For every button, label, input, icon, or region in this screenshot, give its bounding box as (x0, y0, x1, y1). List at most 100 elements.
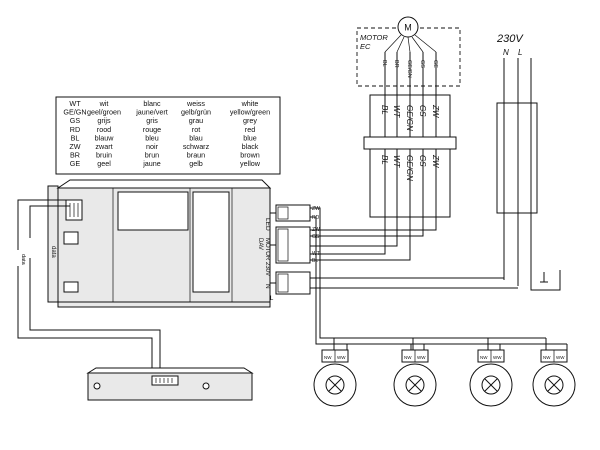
table-cell: zwart (95, 142, 112, 151)
table-cell: geel/groen (87, 108, 121, 117)
cable-label-upper: ZW (431, 104, 440, 119)
power-supply: 230V N L (496, 33, 538, 286)
cable-label-upper: GE/GN (405, 105, 414, 131)
lamp-icon (481, 375, 501, 395)
cable-connector (363, 136, 457, 150)
lamp-terminal-label: NW (543, 355, 551, 360)
motor-wire-label: BR (393, 60, 399, 68)
table-cell: GE/GN (63, 108, 86, 117)
screw-right-icon (202, 382, 210, 390)
motor-port-label: MOTOR (264, 238, 270, 261)
table-cell: ZW (69, 142, 80, 151)
table-cell: gelb (189, 159, 203, 168)
motor-wire-label: GE/GN (406, 60, 412, 78)
motor-terminal (275, 226, 311, 264)
table-cell: blauw (95, 133, 115, 142)
lamp-icon (544, 375, 564, 395)
table-cell: blau (189, 133, 203, 142)
neutral-label: N (503, 48, 509, 57)
cable-label-lower: WT (392, 155, 401, 169)
led-terminal-zw: ZW (312, 206, 320, 212)
label-panel (117, 191, 189, 231)
terminal-blocks: ZW RD ZW GS WT BL L (270, 204, 320, 302)
table-cell: braun (187, 151, 205, 160)
table-cell: WT (69, 99, 81, 108)
table-cell: rot (192, 125, 200, 134)
lamp-terminal-label: NW (480, 355, 488, 360)
lamp-icon (405, 375, 425, 395)
table-cell: gelb/grün (181, 108, 211, 117)
lamp-icon (325, 375, 345, 395)
table-cell: wit (99, 99, 109, 108)
cable-sleeve (369, 94, 451, 218)
cable-label-upper: GS (418, 105, 427, 117)
table-cell: brun (145, 151, 159, 160)
table-cell: schwarz (183, 142, 210, 151)
table-cell: brown (240, 151, 260, 160)
table-cell: grau (189, 116, 203, 125)
cable-label-upper: WT (392, 105, 401, 119)
cable-label-lower: GS (418, 155, 427, 167)
table-cell: blue (243, 133, 257, 142)
table-cell: grijs (97, 116, 111, 125)
table-cell: bleu (145, 133, 159, 142)
table-cell: weiss (186, 99, 205, 108)
motor-symbol: M (404, 23, 412, 33)
table-cell: white (241, 99, 259, 108)
table-cell: gris (146, 116, 158, 125)
motor-wire-label: GE (432, 60, 438, 68)
lamp-terminal-label: NW (404, 355, 412, 360)
power-terminal (275, 271, 311, 295)
lamp-terminal-label: WW (417, 355, 426, 360)
led-terminal (275, 204, 311, 222)
table-cell: RD (70, 125, 80, 134)
line-label: L (518, 48, 522, 57)
lamp-terminal-label: WW (337, 355, 346, 360)
voltage-label: 230V (496, 33, 524, 45)
table-cell: GE (70, 159, 81, 168)
table-cell: BR (70, 151, 80, 160)
motor-label-ec: EC (360, 42, 371, 51)
cable-label-lower: ZW (431, 154, 440, 169)
table-cell: black (242, 142, 259, 151)
table-cell: bruin (96, 151, 112, 160)
side-label: data (50, 246, 56, 258)
remote-panel (86, 367, 254, 401)
table-cell: jaune/vert (135, 108, 168, 117)
cable-label-lower: BL (380, 155, 389, 165)
control-box: data LED MOTOR DAV 230V N (47, 179, 272, 308)
table-cell: yellow/green (230, 108, 270, 117)
remote-connector (151, 375, 179, 386)
screw-left-icon (93, 382, 101, 390)
table-cell: red (245, 125, 255, 134)
cable-label-lower: GE/GN (405, 155, 414, 181)
table-cell: rood (97, 125, 111, 134)
table-cell: yellow (240, 159, 261, 168)
wiring: data (17, 66, 568, 378)
table-cell: noir (146, 142, 159, 151)
neutral-port-label: N (264, 284, 271, 289)
table-cell: rouge (143, 125, 161, 134)
table-cell: GS (70, 116, 81, 125)
table-cell: jaune (142, 159, 161, 168)
table-cell: grey (243, 116, 257, 125)
lamp: NW WW (393, 349, 437, 407)
motor-wire-label: GS (419, 60, 425, 68)
table-cell: blanc (143, 99, 161, 108)
lamp: NW WW (532, 349, 576, 407)
cable-label-upper: BL (380, 105, 389, 115)
lamp-terminal-label: WW (556, 355, 565, 360)
table-cell: BL (71, 133, 80, 142)
led-label: LED (264, 218, 271, 231)
cable-text: data (20, 254, 26, 266)
lamp-terminal-label: NW (324, 355, 332, 360)
power-cable-sleeve (496, 102, 538, 214)
table-cell: geel (97, 159, 111, 168)
lamp: NW WW (313, 349, 357, 407)
motor-wire-label: BL (381, 60, 387, 67)
